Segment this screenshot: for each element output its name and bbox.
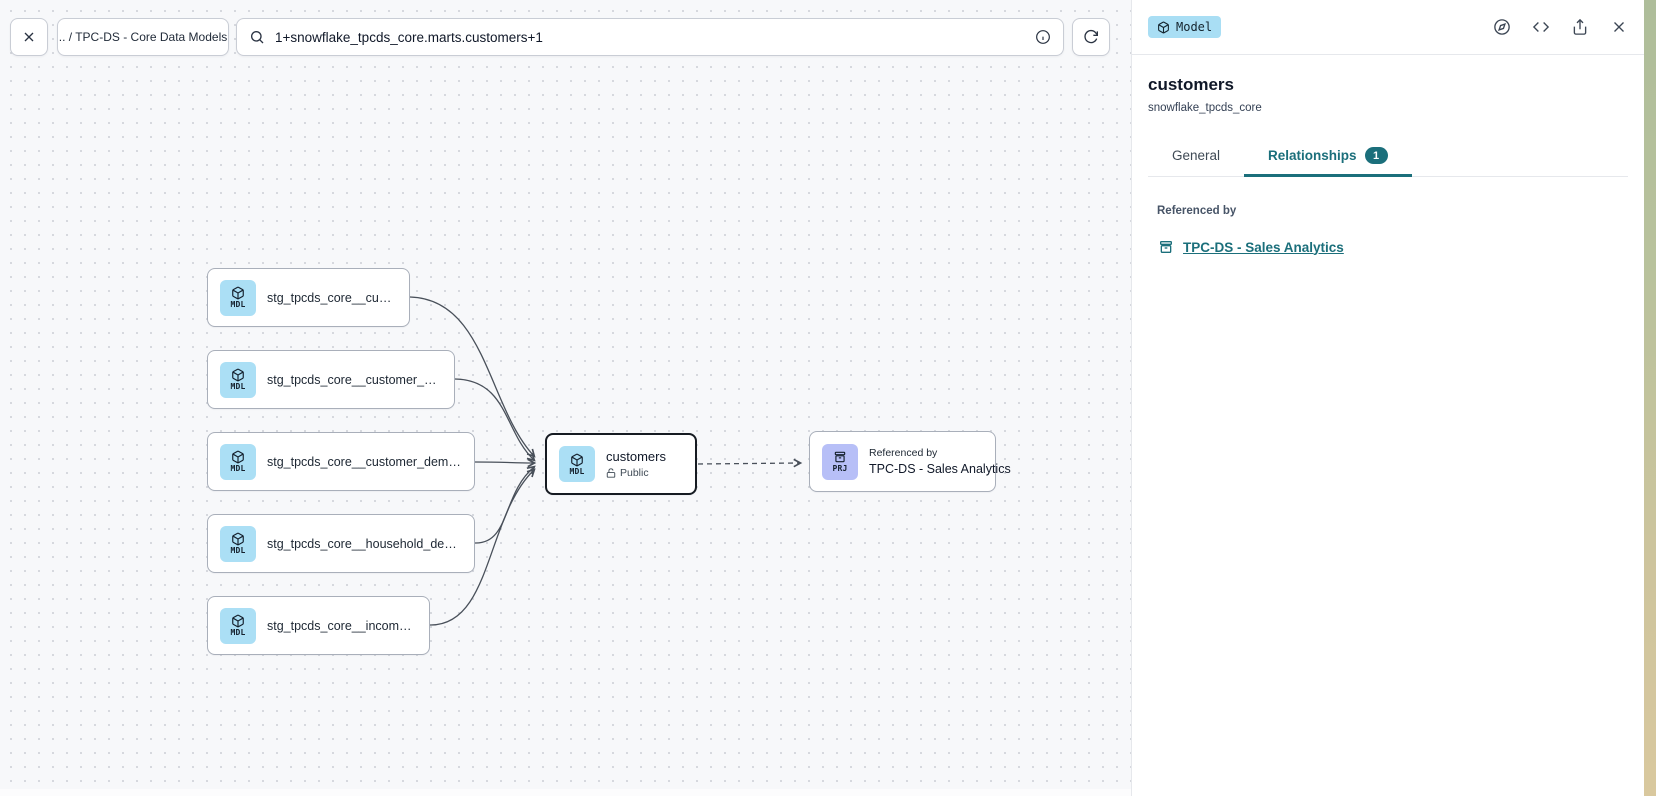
code-icon xyxy=(1532,22,1550,32)
node-type-label: MDL xyxy=(230,382,246,391)
details-panel-header: Model xyxy=(1132,0,1644,55)
model-cube-icon: MDL xyxy=(220,443,256,480)
referenced-project-link[interactable]: TPC-DS - Sales Analytics xyxy=(1183,239,1344,255)
model-schema-subtitle: snowflake_tpcds_core xyxy=(1148,102,1262,114)
node-visibility: Public xyxy=(620,467,649,479)
tab-relationships[interactable]: Relationships 1 xyxy=(1244,138,1412,177)
model-cube-icon xyxy=(1158,21,1169,33)
page-title: customers xyxy=(1148,75,1234,94)
details-panel-body: customers snowflake_tpcds_core General R… xyxy=(1132,55,1644,255)
node-title: TPC-DS - Sales Analytics xyxy=(869,462,1011,476)
node-type-label: MDL xyxy=(230,628,246,637)
model-type-badge-label: Model xyxy=(1176,20,1213,34)
model-node-customers-selected[interactable]: MDL customers Public xyxy=(545,433,697,495)
breadcrumb-label: .. / TPC-DS - Core Data Models xyxy=(58,30,228,44)
info-icon[interactable] xyxy=(1035,29,1051,45)
search-icon xyxy=(250,31,264,44)
desktop-wallpaper-edge xyxy=(1644,0,1656,796)
model-node-stg-customer-address[interactable]: MDL stg_tpcds_core__customer_address xyxy=(207,350,455,409)
close-icon xyxy=(24,32,34,42)
node-type-label: MDL xyxy=(230,300,246,309)
tab-general-label: General xyxy=(1172,148,1221,163)
referenced-by-item: TPC-DS - Sales Analytics xyxy=(1158,239,1628,255)
node-kicker: Referenced by xyxy=(869,447,938,459)
node-type-label: MDL xyxy=(569,466,585,476)
project-node-sales-analytics[interactable]: PRJ Referenced by TPC-DS - Sales Analyti… xyxy=(809,431,1011,492)
search-input[interactable] xyxy=(275,29,1025,45)
model-type-badge: Model xyxy=(1148,16,1222,38)
compass-icon xyxy=(1494,19,1510,35)
project-archive-icon: PRJ xyxy=(822,443,858,480)
model-node-stg-customer[interactable]: MDL stg_tpcds_core__customer xyxy=(207,268,410,327)
view-code-button[interactable] xyxy=(1532,18,1550,36)
lineage-edges xyxy=(409,296,803,626)
model-node-stg-household-demographics[interactable]: MDL stg_tpcds_core__household_demogr... xyxy=(207,514,475,573)
project-archive-icon xyxy=(1160,241,1172,253)
close-icon xyxy=(1614,22,1624,32)
lineage-search-bar[interactable] xyxy=(236,18,1064,56)
node-label: stg_tpcds_core__customer_demogra... xyxy=(267,454,462,469)
explore-lineage-button[interactable] xyxy=(1493,18,1511,36)
model-cube-icon: MDL xyxy=(220,361,256,398)
close-lineage-button[interactable] xyxy=(10,18,48,56)
node-label: stg_tpcds_core__customer xyxy=(267,290,397,305)
tab-relationships-label: Relationships xyxy=(1268,148,1357,163)
model-cube-icon: MDL xyxy=(220,525,256,562)
details-panel: Model customers snowflake_tpcds_core xyxy=(1131,0,1644,796)
tab-general[interactable]: General xyxy=(1148,138,1244,177)
breadcrumb[interactable]: .. / TPC-DS - Core Data Models xyxy=(57,18,229,56)
share-icon xyxy=(1573,18,1587,35)
refresh-lineage-button[interactable] xyxy=(1072,18,1110,56)
details-tabs: General Relationships 1 xyxy=(1148,138,1628,177)
referenced-by-section-label: Referenced by xyxy=(1157,205,1237,217)
relationships-count-badge: 1 xyxy=(1364,147,1388,164)
model-cube-icon: MDL xyxy=(220,279,256,316)
model-node-stg-income-band[interactable]: MDL stg_tpcds_core__income_band xyxy=(207,596,430,655)
node-label: stg_tpcds_core__income_band xyxy=(267,618,417,633)
node-title: customers xyxy=(606,449,666,464)
node-type-label: MDL xyxy=(230,546,246,555)
share-button[interactable] xyxy=(1571,18,1589,36)
node-type-label: MDL xyxy=(230,464,246,473)
model-cube-icon: MDL xyxy=(559,446,595,482)
refresh-icon xyxy=(1084,29,1098,44)
node-label: stg_tpcds_core__household_demogr... xyxy=(267,536,462,551)
node-type-label: PRJ xyxy=(832,464,848,473)
node-label: stg_tpcds_core__customer_address xyxy=(267,372,442,387)
model-cube-icon: MDL xyxy=(220,607,256,644)
model-node-stg-customer-demographics[interactable]: MDL stg_tpcds_core__customer_demogra... xyxy=(207,432,475,491)
unlock-icon xyxy=(606,468,616,478)
canvas-bottom-strip xyxy=(0,789,1131,796)
close-panel-button[interactable] xyxy=(1610,18,1628,36)
lineage-canvas[interactable]: MDL stg_tpcds_core__customer MDL stg_tpc… xyxy=(0,0,1131,796)
